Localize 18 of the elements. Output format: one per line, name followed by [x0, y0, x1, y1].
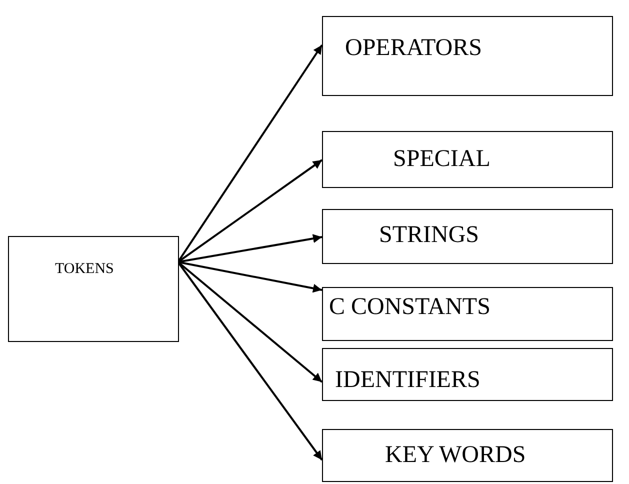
source-box	[8, 236, 179, 342]
arrow	[178, 261, 322, 293]
box-label: OPERATORS	[345, 35, 482, 62]
category-box	[322, 209, 613, 264]
box-label: STRINGS	[379, 222, 480, 249]
arrow	[178, 234, 322, 263]
box-label: TOKENS	[55, 261, 114, 278]
box-label: IDENTIFIERS	[335, 367, 480, 394]
category-box	[322, 287, 613, 341]
box-label: C CONSTANTS	[329, 294, 490, 321]
box-label: SPECIAL	[393, 146, 490, 173]
box-label: KEY WORDS	[385, 442, 526, 469]
category-box	[322, 16, 613, 96]
category-box	[322, 348, 613, 401]
arrow	[177, 159, 323, 263]
category-box	[322, 429, 613, 482]
arrow	[177, 261, 323, 383]
category-box	[322, 131, 613, 188]
